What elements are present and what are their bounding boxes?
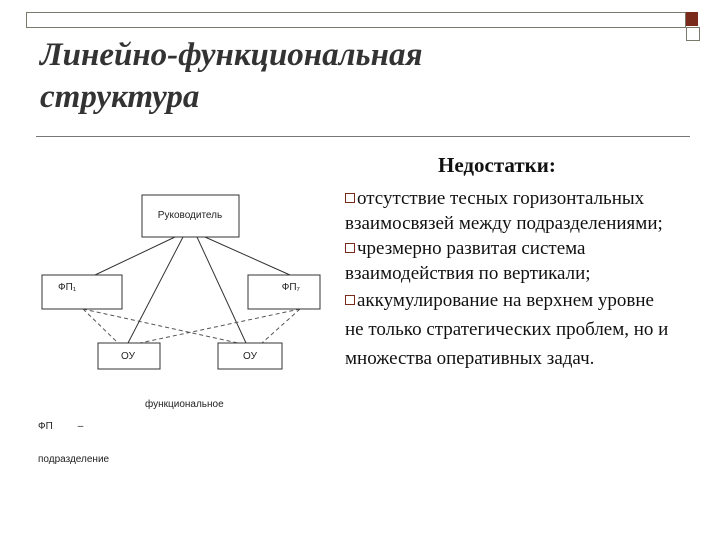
disadvantage-text: отсутствие тесных горизонтальных взаимос… (345, 188, 663, 234)
label-manager: Руководитель (158, 210, 222, 221)
box-fp1 (41, 274, 123, 310)
disadvantage-text: аккумулирование на верхнем уровне не тол… (345, 290, 669, 369)
dashed-fp1-ou1 (82, 308, 119, 344)
box-fp2 (247, 274, 321, 310)
disadvantage-item: отсутствие тесных горизонтальных взаимос… (345, 186, 675, 236)
label-fp1: ФП₁ (58, 282, 77, 293)
label-ou1: ОУ (121, 351, 136, 362)
disadvantages-heading: Недостатки: (438, 153, 556, 177)
line-boss-fp2 (204, 236, 291, 276)
box-ou1 (97, 342, 161, 370)
legend-left: ФП – подразделение (38, 399, 109, 476)
legend-left-line-1: ФП – (38, 421, 84, 432)
square-bullet-icon (345, 243, 355, 253)
slide-title: Линейно-функциональная структура (40, 34, 660, 118)
disadvantages-list: отсутствие тесных горизонтальных взаимос… (345, 186, 675, 373)
label-fp2: ФП₇ (282, 282, 301, 293)
square-bullet-icon (345, 193, 355, 203)
decor-accent-square (686, 12, 698, 26)
title-divider (36, 136, 690, 137)
dashed-fp1-ou2 (82, 308, 239, 344)
decor-outline-square (686, 27, 700, 41)
line-boss-ou2 (196, 236, 247, 344)
dashed-fp2-ou2 (261, 308, 301, 344)
box-ou2 (217, 342, 283, 370)
legend-left-line-2: подразделение (38, 454, 110, 465)
disadvantage-item: чрезмерно развитая система взаимодействи… (345, 236, 675, 286)
disadvantage-text: чрезмерно развитая система взаимодействи… (345, 238, 591, 284)
legend-right: функциональное (145, 399, 224, 410)
disadvantage-item: аккумулирование на верхнем уровне не тол… (345, 286, 675, 373)
dashed-fp2-ou1 (139, 308, 301, 344)
label-ou2: ОУ (243, 351, 258, 362)
title-line-1: Линейно-функциональная (40, 37, 423, 73)
box-manager (141, 194, 240, 238)
decor-top-bar (26, 12, 686, 28)
square-bullet-icon (345, 295, 355, 305)
title-line-2: структура (40, 79, 200, 115)
line-boss-ou1 (127, 236, 184, 344)
line-boss-fp1 (94, 236, 176, 276)
